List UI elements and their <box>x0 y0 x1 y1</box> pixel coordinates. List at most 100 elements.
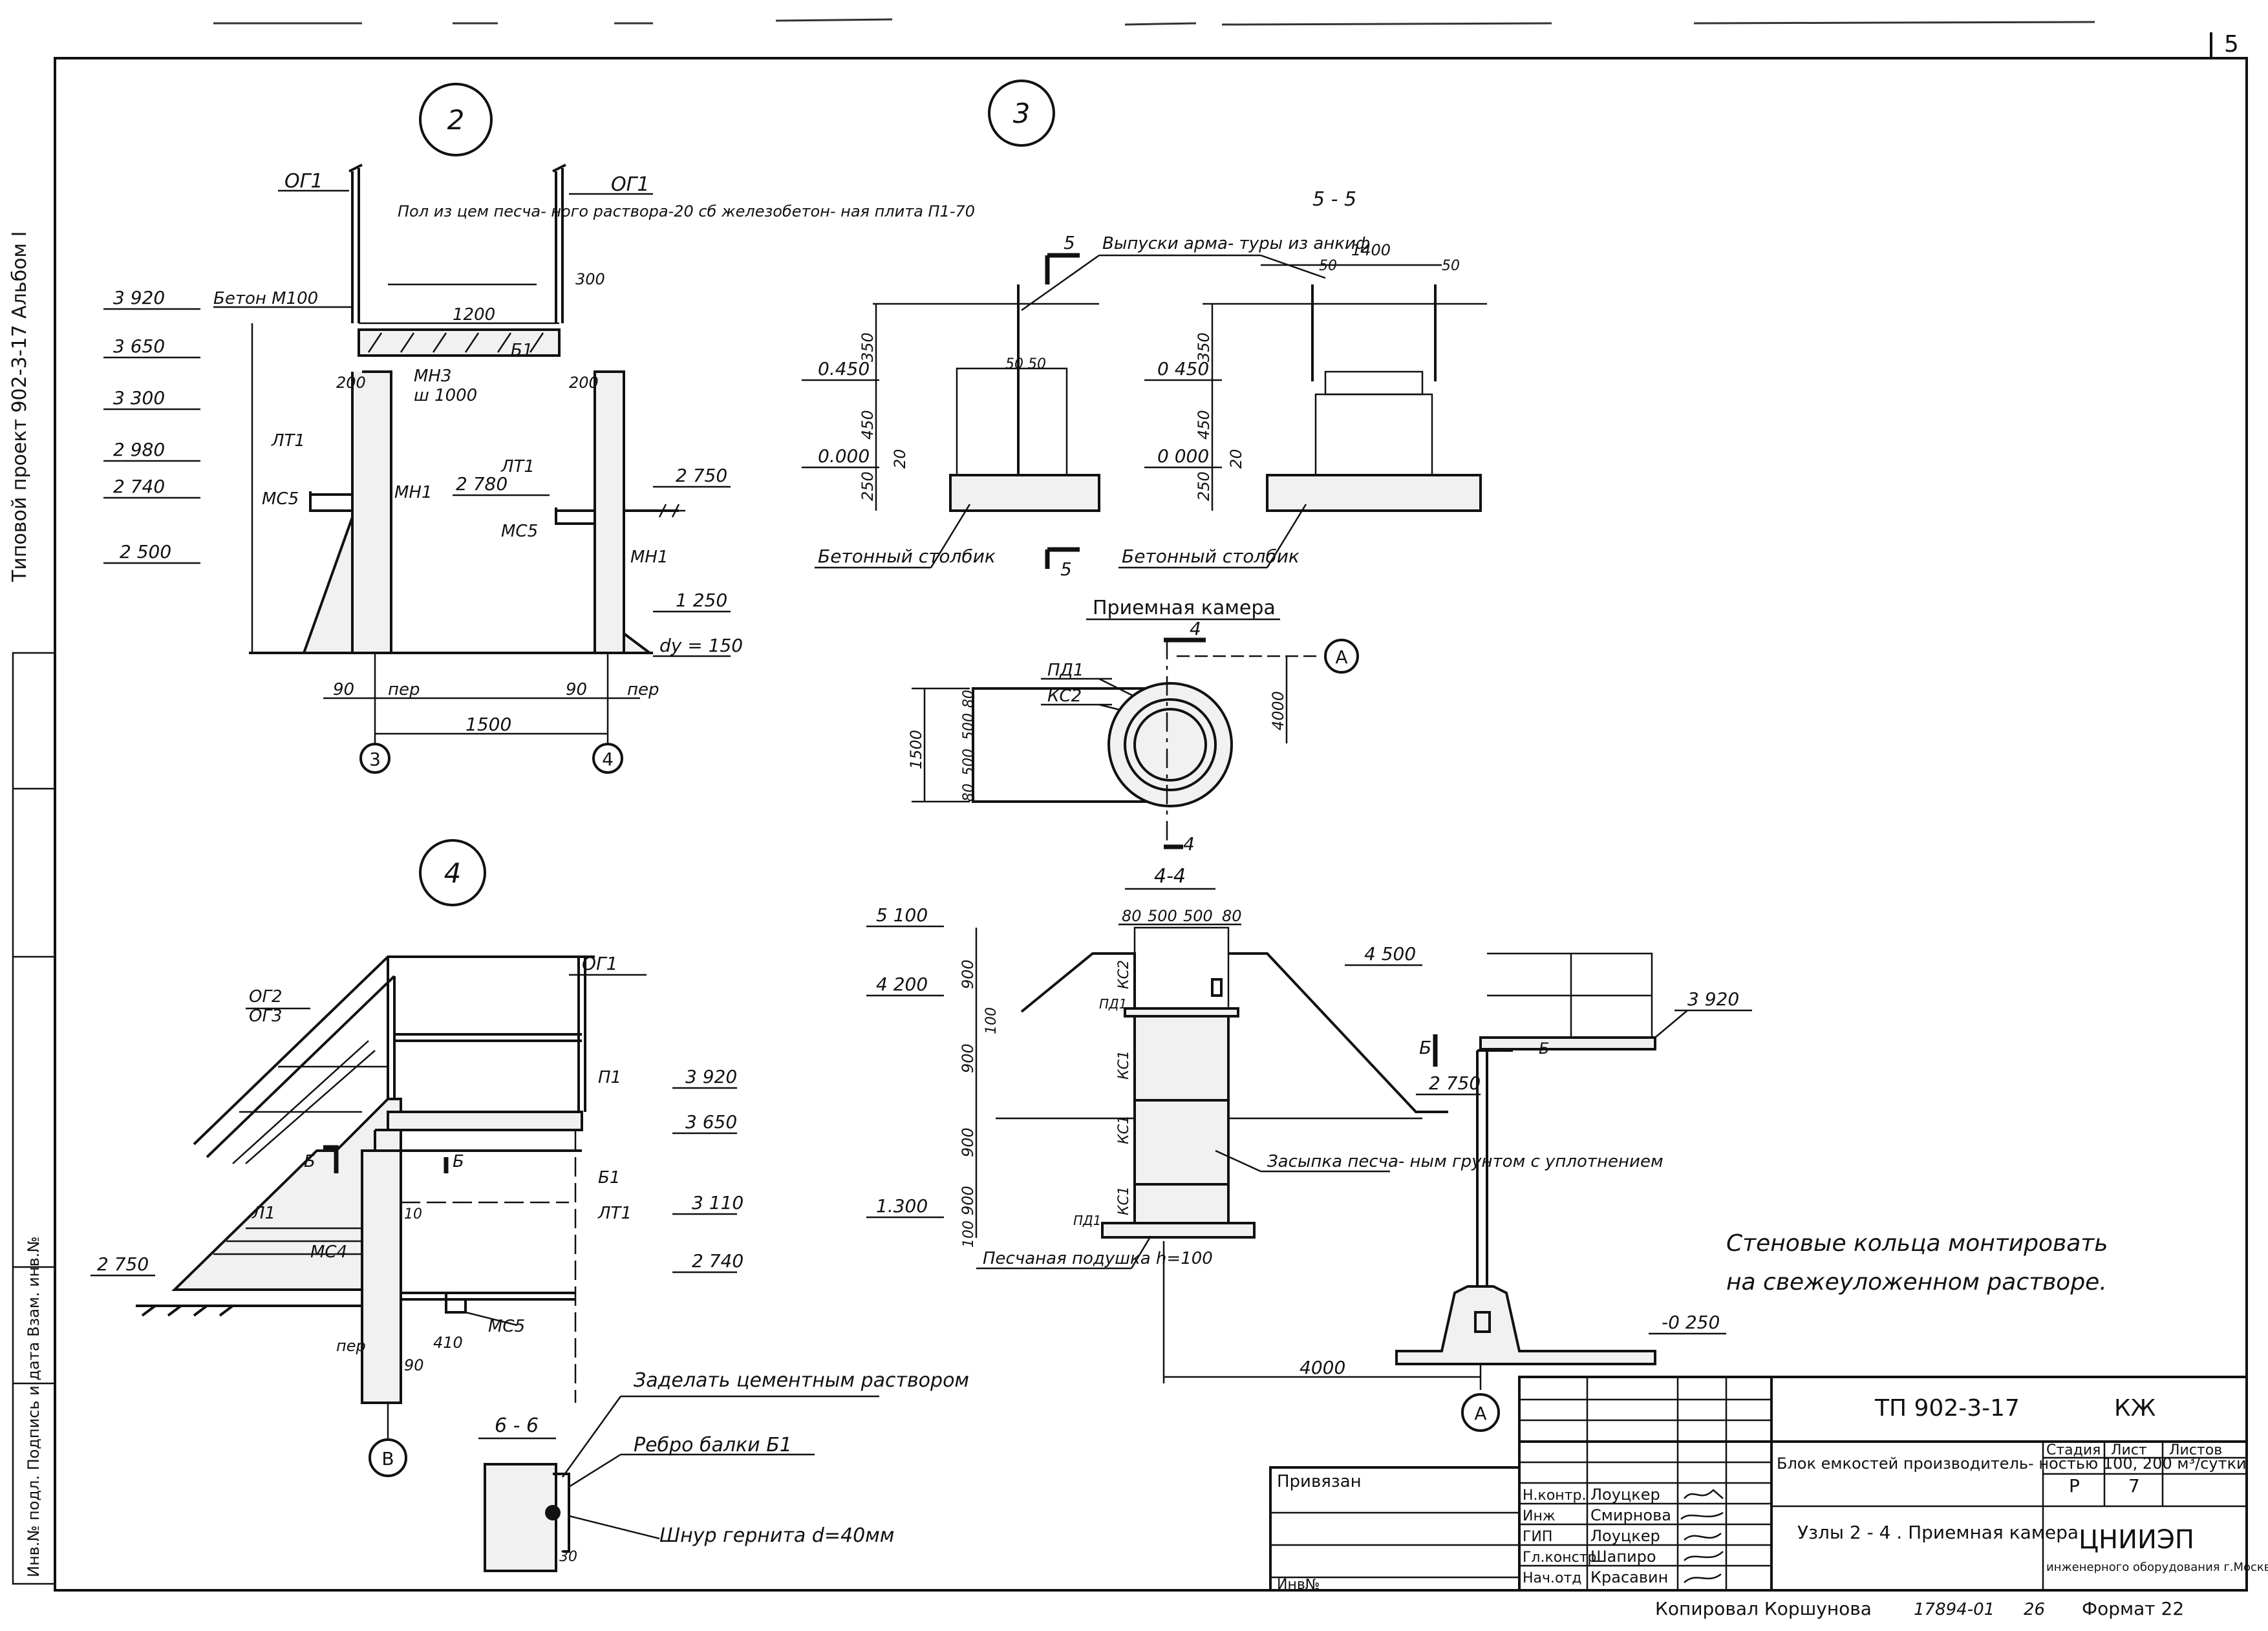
dim-20-left: 20 <box>891 449 909 469</box>
tb-role-0: Н.контр. <box>1523 1487 1586 1504</box>
level-3920-n4: 3 920 <box>685 1066 737 1087</box>
lt1-right: ЛТ1 <box>500 457 535 476</box>
dim-10: 10 <box>404 1206 422 1222</box>
chamber-ring-inner <box>1133 708 1207 782</box>
node-3-marker <box>988 80 1055 147</box>
floor-note: Пол из цем песча- ного раствора-20 сб же… <box>398 202 975 220</box>
tb-roles: Н.контр. Инж ГИП Гл.констр Нач.отд Лоуцк… <box>1523 1486 1671 1586</box>
footer-num: 26 <box>2024 1600 2045 1619</box>
rd-dim-4000: 4000 <box>1300 1357 1345 1378</box>
level-4200: 4 200 <box>876 974 928 995</box>
tb-name-2: Лоуцкер <box>1590 1527 1660 1545</box>
tb-object: Блок емкостей производитель- ностью 100,… <box>1777 1455 2247 1473</box>
dim-200-left: 200 <box>336 374 366 392</box>
tb-name-4: Красавин <box>1590 1568 1668 1586</box>
rebar-note: Выпуски арма- туры из анкиф <box>1102 234 1370 253</box>
level-4500: 4 500 <box>1364 943 1416 965</box>
level-1250: 1 250 <box>676 590 727 611</box>
level-2750: 2 750 <box>676 465 727 486</box>
ring-kc2 <box>1133 926 1230 1013</box>
mn1-left: МН1 <box>394 483 433 502</box>
section-5-5-title: 5 - 5 <box>1312 188 1356 211</box>
b1-label: Б1 <box>511 341 533 360</box>
beton-label: Бетон М100 <box>213 289 318 308</box>
right-detail: 3 920 2 750 -0 250 Б Б 4000 А <box>1162 952 1752 1432</box>
per-node4: пер <box>336 1337 366 1355</box>
tb-org-sub: инженерного оборудования г.Москва <box>2046 1561 2268 1574</box>
chamber-ring-mid <box>1124 698 1217 791</box>
tb-name-1: Смирнова <box>1590 1506 1671 1524</box>
rd-level-3920: 3 920 <box>1687 988 1739 1010</box>
slab-pd1-bottom <box>1101 1222 1256 1239</box>
level-3920: 3 920 <box>113 287 165 308</box>
cut-4-top: 4 <box>1190 618 1201 639</box>
dim-30: 30 <box>559 1549 577 1565</box>
right-column-base <box>1266 474 1482 512</box>
rd-axis-a-label: А <box>1474 1403 1486 1424</box>
node-2: 2 ОГ1 ОГ1 Пол из цем песча- ного раствор… <box>103 83 975 774</box>
tb-role-1: Инж <box>1523 1508 1556 1524</box>
ring-dim-500a: 500 <box>961 713 977 740</box>
level-2780: 2 780 <box>456 473 508 495</box>
mc5-left: МС5 <box>262 489 299 509</box>
cut-4-bottom: 4 <box>1183 833 1195 855</box>
node-3: 3 5 - 5 5 5 Выпуски арма- туры из анкиф … <box>802 80 1487 580</box>
dim-1500-plan: 1500 <box>907 730 925 769</box>
axis-b-marker <box>369 1438 407 1477</box>
pd1-label: ПД1 <box>1047 661 1084 680</box>
level-3650: 3 650 <box>113 336 165 357</box>
mn3-label: МН3 <box>414 367 452 386</box>
s44-900d: 900 <box>959 1186 977 1215</box>
ring-label-kc1-b: КС1 <box>1116 1115 1132 1144</box>
mn1-right: МН1 <box>630 548 669 567</box>
tb-code: ТП 902-3-17 <box>1874 1395 2020 1422</box>
tb-inv: Инв№ <box>1277 1577 1320 1593</box>
dim-50-right-a: 50 <box>1319 258 1337 274</box>
dy-label: dу = 150 <box>659 635 743 656</box>
mc4-label: МС4 <box>310 1242 347 1262</box>
level-0000-left: 0.000 <box>818 445 870 467</box>
tb-name-3: Шапиро <box>1590 1548 1656 1566</box>
s44-dim-80b: 80 <box>1222 907 1242 925</box>
side-stamp-box <box>12 652 56 1585</box>
dim-1500: 1500 <box>465 714 511 735</box>
ring-dim-500b: 500 <box>961 749 977 776</box>
pd1-top-label: ПД1 <box>1099 996 1127 1012</box>
per-right: пер <box>627 680 659 699</box>
dim-300: 300 <box>575 270 605 288</box>
level-0450-right: 0 450 <box>1157 358 1209 379</box>
rd-slab <box>1479 1036 1656 1050</box>
per-left: пер <box>388 680 420 699</box>
level-1300: 1.300 <box>876 1195 928 1217</box>
cut-5-bottom: 5 <box>1060 559 1072 580</box>
privyazan-box <box>1269 1466 1521 1592</box>
dim-90-node4: 90 <box>404 1356 424 1374</box>
tb-stage-hdr: Стадия <box>2046 1442 2101 1458</box>
pd1-bottom-label: ПД1 <box>1073 1213 1101 1228</box>
dim-450-right: 450 <box>1195 410 1213 440</box>
fill-note: Засыпка песча- ным грунтом с уплотнением <box>1267 1152 1664 1171</box>
section-66-title: 6 - 6 <box>495 1414 539 1437</box>
rd-b-mark: Б <box>1419 1037 1431 1058</box>
dim-450-left: 450 <box>859 410 877 440</box>
mount-note-line1: Стеновые кольца монтировать <box>1726 1230 2108 1257</box>
axis-a-top: А <box>1335 646 1347 668</box>
ring-dim-80b: 80 <box>961 784 977 802</box>
sand-pad-note: Песчаная подушка h=100 <box>983 1249 1213 1268</box>
dim-200-right: 200 <box>569 374 599 392</box>
left-column-base <box>949 474 1100 512</box>
ring-dim-80a: 80 <box>961 690 977 708</box>
mn3-length: ш 1000 <box>414 386 477 405</box>
dim-50a: 50 <box>1005 356 1023 372</box>
tb-role-3: Гл.констр <box>1523 1550 1596 1566</box>
tb-role-4: Нач.отд <box>1523 1570 1582 1586</box>
node4-slab <box>387 1111 583 1131</box>
s44-900a: 900 <box>959 959 977 989</box>
s44-900c: 900 <box>959 1127 977 1157</box>
level-5100: 5 100 <box>876 904 928 926</box>
column-right-label: Бетонный столбик <box>1122 546 1300 567</box>
slab-p1 <box>358 328 561 357</box>
dim-250-right: 250 <box>1195 471 1213 501</box>
tb-sheet-no: 7 <box>2128 1475 2140 1497</box>
